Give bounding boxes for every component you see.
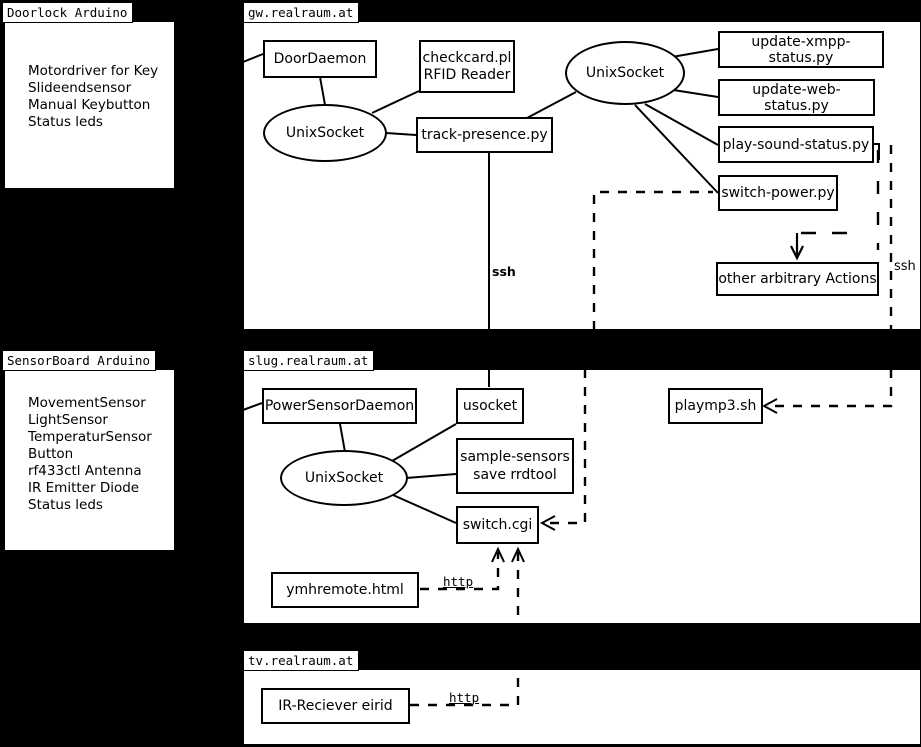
node-play-sound-status[interactable]: play-sound-status.py bbox=[718, 126, 874, 163]
node-playmp3-sh[interactable]: playmp3.sh bbox=[668, 388, 763, 424]
doorlock-feature-list: Motordriver for Key Slideendsensor Manua… bbox=[28, 63, 159, 130]
node-checkcard-rfid[interactable]: checkcard.pl RFID Reader bbox=[419, 40, 515, 93]
tab-doorlock[interactable]: Doorlock Arduino bbox=[2, 2, 134, 23]
tab-slug[interactable]: slug.realraum.at bbox=[243, 350, 375, 371]
node-usocket[interactable]: usocket bbox=[456, 388, 524, 424]
node-ymhremote-html[interactable]: ymhremote.html bbox=[271, 572, 419, 608]
node-unixsocket-gw-left[interactable]: UnixSocket bbox=[263, 104, 387, 162]
node-ir-reciever-eirid[interactable]: IR-Reciever eirid bbox=[261, 688, 410, 724]
tab-sensorboard[interactable]: SensorBoard Arduino bbox=[2, 350, 156, 371]
node-other-arbitrary-actions[interactable]: other arbitrary Actions bbox=[716, 262, 879, 296]
node-doordaemon[interactable]: DoorDaemon bbox=[263, 40, 377, 78]
node-switch-cgi[interactable]: switch.cgi bbox=[456, 506, 539, 544]
node-unixsocket-gw-right[interactable]: UnixSocket bbox=[565, 41, 685, 105]
label-http-slug: http bbox=[443, 574, 474, 589]
tab-tv[interactable]: tv.realraum.at bbox=[243, 650, 360, 671]
node-powersensordaemon[interactable]: PowerSensorDaemon bbox=[262, 388, 417, 424]
panel-doorlock bbox=[4, 21, 175, 189]
node-update-xmpp-status[interactable]: update-xmpp-status.py bbox=[718, 31, 884, 68]
node-sample-sensors[interactable]: sample-sensors save rrdtool bbox=[456, 438, 574, 494]
node-update-web-status[interactable]: update-web-status.py bbox=[718, 79, 875, 116]
node-track-presence[interactable]: track-presence.py bbox=[416, 117, 553, 153]
sensorboard-feature-list: MovementSensor LightSensor TemperaturSen… bbox=[28, 395, 152, 513]
label-http-tv: http bbox=[449, 690, 480, 705]
tab-gw[interactable]: gw.realraum.at bbox=[243, 2, 360, 23]
node-switch-power[interactable]: switch-power.py bbox=[718, 175, 838, 211]
label-ssh-right: ssh bbox=[894, 259, 916, 274]
panel-sensorboard bbox=[4, 369, 175, 551]
label-ssh-down: ssh bbox=[492, 264, 516, 279]
node-unixsocket-slug[interactable]: UnixSocket bbox=[280, 450, 408, 506]
